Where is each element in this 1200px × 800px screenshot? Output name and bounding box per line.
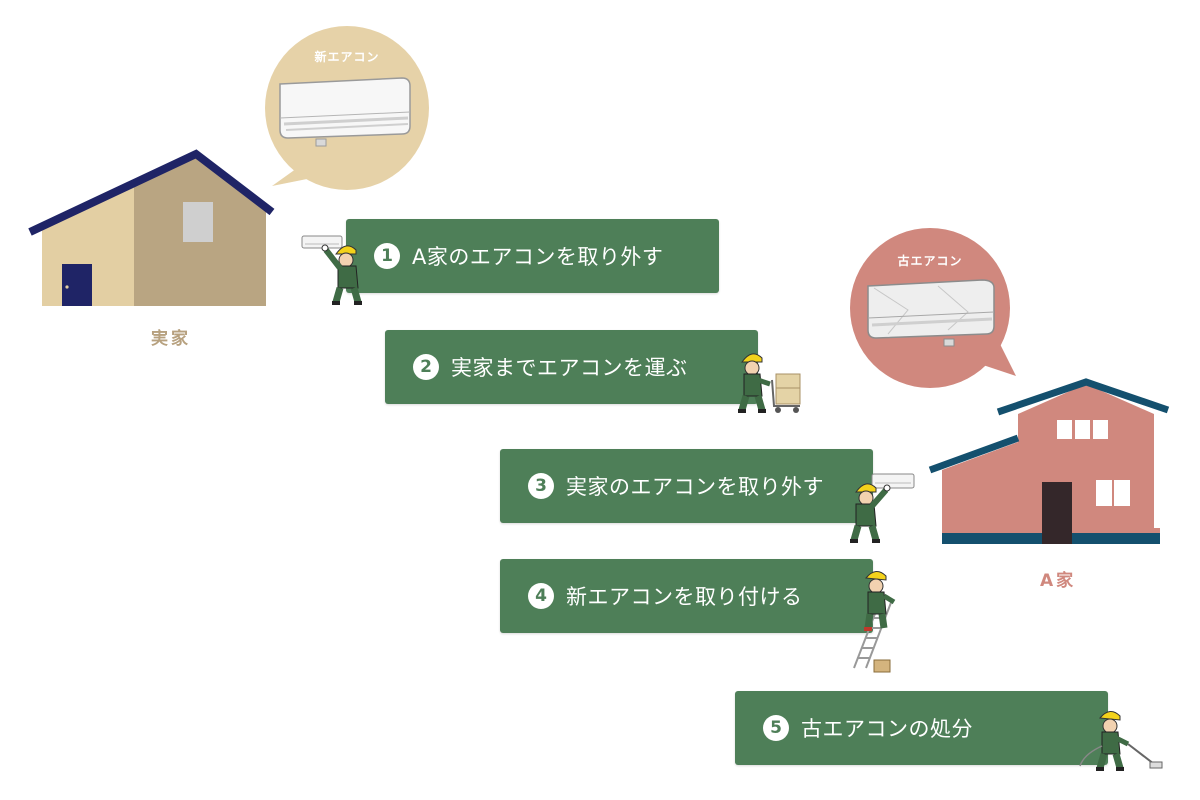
step-5-text: 古エアコンの処分: [801, 717, 973, 741]
new-ac-unit-icon: [279, 77, 411, 147]
new-ac-bubble-label: 新エアコン: [314, 50, 380, 64]
step-4-text: 新エアコンを取り付ける: [566, 585, 803, 609]
step-1-remove-ac-from-a-house: 1 A家のエアコンを取り外す: [346, 219, 719, 293]
step-3-remove-ac-from-parents-house: 3 実家のエアコンを取り外す: [500, 449, 873, 523]
step-3-number: 3: [528, 473, 554, 499]
worker-removing-old-ac-icon: [850, 473, 915, 543]
step-2-number: 2: [413, 354, 439, 380]
step-2-transport-ac: 2 実家までエアコンを運ぶ: [385, 330, 758, 404]
old-ac-bubble: [850, 228, 1016, 388]
step-1-text: A家のエアコンを取り外す: [412, 245, 664, 269]
step-4-install-new-ac: 4 新エアコンを取り付ける: [500, 559, 873, 633]
step-4-number: 4: [528, 583, 554, 609]
worker-with-cart-icon: [738, 353, 801, 413]
step-2-text: 実家までエアコンを運ぶ: [451, 356, 688, 380]
step-1-number: 1: [374, 243, 400, 269]
a-house: [928, 378, 1170, 544]
step-3-text: 実家のエアコンを取り外す: [566, 475, 824, 499]
old-ac-bubble-label: 古エアコン: [897, 254, 963, 268]
worker-on-ladder-icon: [853, 571, 896, 673]
parents-house-label: 実家: [151, 329, 191, 349]
new-ac-bubble: [265, 26, 429, 190]
old-ac-unit-icon: [867, 279, 995, 347]
step-5-dispose-old-ac: 5 古エアコンの処分: [735, 691, 1108, 765]
worker-removing-ac-icon: [301, 235, 362, 305]
worker-disposal-icon: [1079, 711, 1163, 771]
parents-house: [28, 149, 275, 306]
a-house-label: A家: [1040, 571, 1077, 591]
step-5-number: 5: [763, 715, 789, 741]
